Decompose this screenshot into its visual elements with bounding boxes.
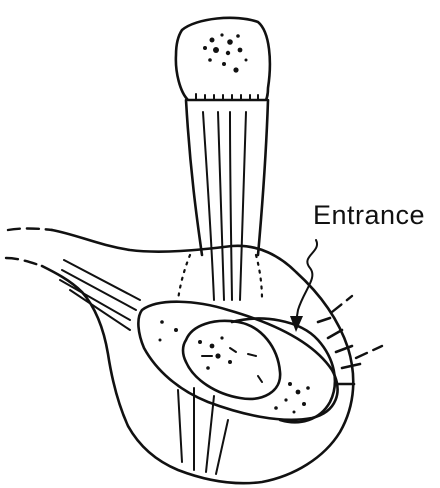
knee-outline <box>6 229 353 484</box>
ligament-fibers-left <box>60 260 140 330</box>
tendon-strands <box>186 100 268 300</box>
bone-specks-top <box>203 33 248 72</box>
entrance-arrow <box>290 240 317 332</box>
tunnel-dotted-lines <box>178 255 262 300</box>
tunnel-cross-section <box>138 302 337 423</box>
tendon-end-block <box>176 18 270 100</box>
entrance-label: Entrance <box>313 200 425 231</box>
